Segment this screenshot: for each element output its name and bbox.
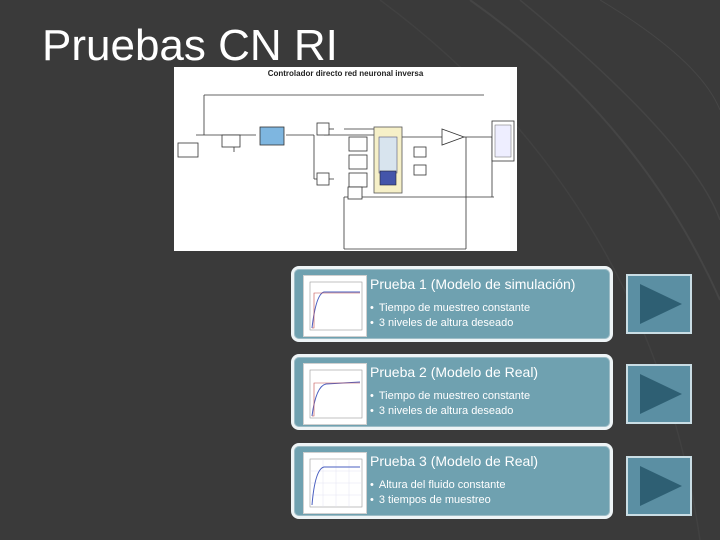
bullet-item: 3 niveles de altura deseado bbox=[370, 316, 530, 331]
play-icon bbox=[640, 374, 682, 414]
test-card-3: Prueba 3 (Modelo de Real) Altura del flu… bbox=[291, 443, 613, 519]
test-title: Prueba 1 (Modelo de simulación) bbox=[370, 276, 576, 292]
bullet-item: Tiempo de muestreo constante bbox=[370, 301, 530, 316]
bullet-item: 3 tiempos de muestreo bbox=[370, 493, 505, 508]
response-plot-thumbnail bbox=[303, 452, 367, 514]
response-plot-thumbnail bbox=[303, 363, 367, 425]
diagram-schematic bbox=[177, 94, 515, 250]
test-title: Prueba 2 (Modelo de Real) bbox=[370, 364, 539, 380]
test-bullets: Tiempo de muestreo constante 3 niveles d… bbox=[370, 301, 530, 331]
play-icon bbox=[640, 284, 682, 324]
block-diagram: Controlador directo red neuronal inversa bbox=[174, 67, 517, 251]
play-icon bbox=[640, 466, 682, 506]
play-button-1[interactable] bbox=[626, 274, 692, 334]
response-plot-thumbnail bbox=[303, 275, 367, 337]
test-card-1: Prueba 1 (Modelo de simulación) Tiempo d… bbox=[291, 266, 613, 342]
play-button-3[interactable] bbox=[626, 456, 692, 516]
play-button-2[interactable] bbox=[626, 364, 692, 424]
bullet-item: 3 niveles de altura deseado bbox=[370, 404, 530, 419]
test-bullets: Tiempo de muestreo constante 3 niveles d… bbox=[370, 389, 530, 419]
bullet-item: Tiempo de muestreo constante bbox=[370, 389, 530, 404]
test-card-2: Prueba 2 (Modelo de Real) Tiempo de mues… bbox=[291, 354, 613, 430]
slide-title: Pruebas CN RI bbox=[42, 21, 338, 70]
diagram-title: Controlador directo red neuronal inversa bbox=[267, 69, 424, 78]
test-bullets: Altura del fluido constante 3 tiempos de… bbox=[370, 478, 506, 508]
bullet-item: Altura del fluido constante bbox=[370, 478, 506, 493]
test-title: Prueba 3 (Modelo de Real) bbox=[370, 453, 539, 469]
